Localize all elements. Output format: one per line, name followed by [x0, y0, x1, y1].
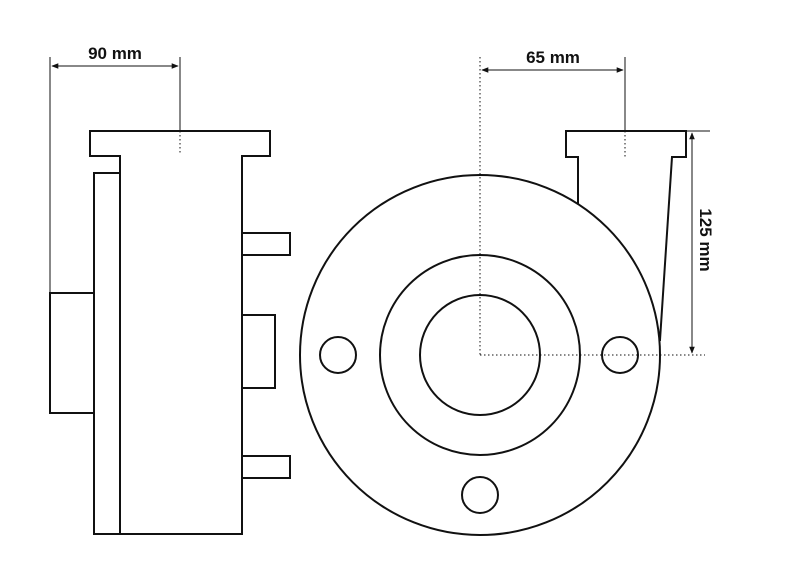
lower-boss — [241, 455, 291, 479]
pump-body-side — [89, 130, 271, 535]
back-plate — [93, 172, 121, 535]
width-dimension-label: 90 mm — [88, 44, 142, 63]
height-dimension-label: 125 mm — [696, 208, 715, 271]
motor-hub — [49, 292, 95, 414]
middle-boss — [241, 314, 276, 389]
upper-boss — [241, 232, 291, 256]
front-view: 65 mm 125 mm — [299, 48, 715, 536]
side-view: 90 mm — [49, 44, 291, 535]
mounting-hole-bottom — [461, 476, 499, 514]
mounting-hole-left — [319, 336, 357, 374]
offset-dimension-label: 65 mm — [526, 48, 580, 67]
